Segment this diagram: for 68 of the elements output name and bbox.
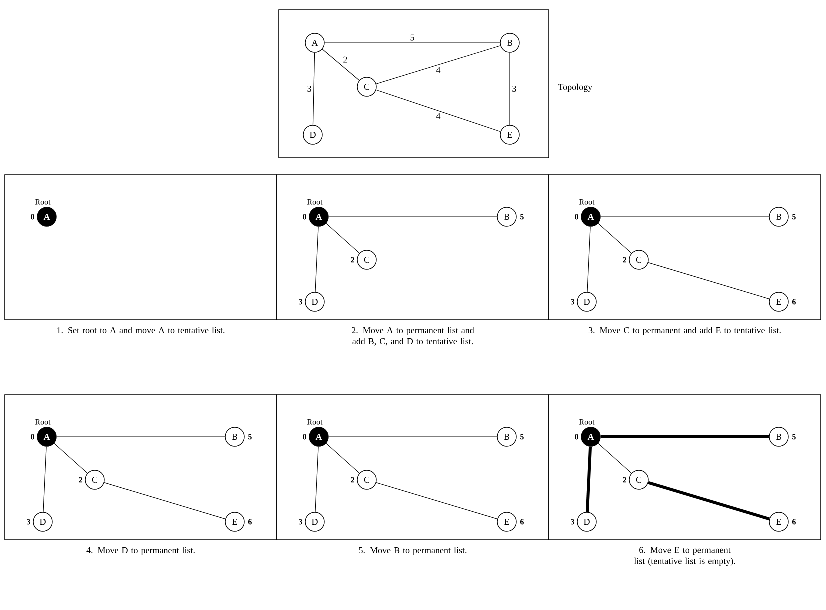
distance-label: 3: [299, 299, 303, 305]
distance-label: 2: [351, 257, 354, 263]
link-line: [43, 446, 47, 512]
link-line: [600, 216, 770, 218]
link-line: [376, 482, 498, 520]
step-caption: 1. Set root to A and move A to tentative list.: [58, 327, 225, 334]
distance-label: 0: [575, 434, 578, 440]
link-line: [312, 52, 316, 126]
edge-label: 4: [436, 113, 441, 120]
link-line: [586, 446, 592, 512]
root-label: Root: [579, 420, 595, 425]
root-label: Root: [307, 199, 323, 205]
distance-label: 5: [520, 434, 524, 440]
distance-label: 2: [351, 477, 354, 483]
step-caption: 4. Move D to permanent list.: [86, 547, 195, 556]
link-line: [600, 436, 770, 438]
link-line: [598, 223, 632, 254]
edge-label: 3: [308, 86, 312, 92]
distance-label: 3: [299, 519, 303, 525]
distance-label: 6: [792, 519, 796, 525]
link-line: [326, 443, 360, 474]
step-caption: 3. Move C to permanent and add E to tentative list.: [588, 327, 781, 336]
distance-label: 0: [31, 214, 34, 220]
distance-label: 6: [792, 299, 796, 305]
link-line: [648, 262, 770, 300]
distance-label: 5: [792, 434, 796, 440]
distance-label: 3: [27, 519, 31, 525]
link-line: [324, 42, 500, 44]
link-line: [315, 446, 319, 512]
distance-label: 0: [303, 214, 306, 220]
link-line: [328, 436, 498, 438]
link-line: [587, 226, 591, 292]
distance-label: 6: [520, 519, 524, 525]
step-caption: 6. Move E to permanent list (tentative list is empty).: [634, 547, 736, 566]
distance-label: 2: [79, 477, 82, 483]
edge-label: 4: [436, 67, 441, 74]
distance-label: 3: [571, 299, 575, 305]
link-line: [104, 482, 226, 520]
root-label: Root: [307, 420, 323, 425]
root-label: Root: [35, 199, 51, 205]
link-line: [315, 226, 319, 292]
link-line: [598, 443, 632, 474]
panel-label: Topology: [558, 84, 593, 92]
link-line: [328, 216, 498, 218]
link-line: [326, 223, 360, 254]
link-line: [322, 49, 360, 81]
distance-label: 5: [520, 214, 524, 220]
distance-label: 6: [248, 519, 252, 525]
distance-label: 5: [792, 214, 796, 220]
edge-label: 2: [344, 56, 348, 63]
root-label: Root: [579, 199, 595, 205]
link-line: [376, 46, 501, 84]
link-line: [648, 481, 770, 521]
distance-label: 2: [623, 257, 626, 263]
distance-label: 5: [248, 434, 252, 440]
distance-label: 2: [623, 477, 626, 483]
distance-label: 0: [575, 214, 578, 220]
distance-label: 3: [571, 519, 575, 525]
edge-label: 5: [410, 34, 414, 41]
step-caption: 2. Move A to permanent list and add B, C, and D to tentative list.: [352, 327, 474, 346]
edge-label: 3: [512, 86, 516, 92]
root-label: Root: [35, 420, 51, 425]
distance-label: 0: [31, 434, 34, 440]
link-line: [56, 436, 226, 438]
step-caption: 5. Move B to permanent list.: [359, 547, 467, 556]
distance-label: 0: [303, 434, 306, 440]
link-line: [54, 443, 88, 474]
link-line: [376, 90, 501, 132]
